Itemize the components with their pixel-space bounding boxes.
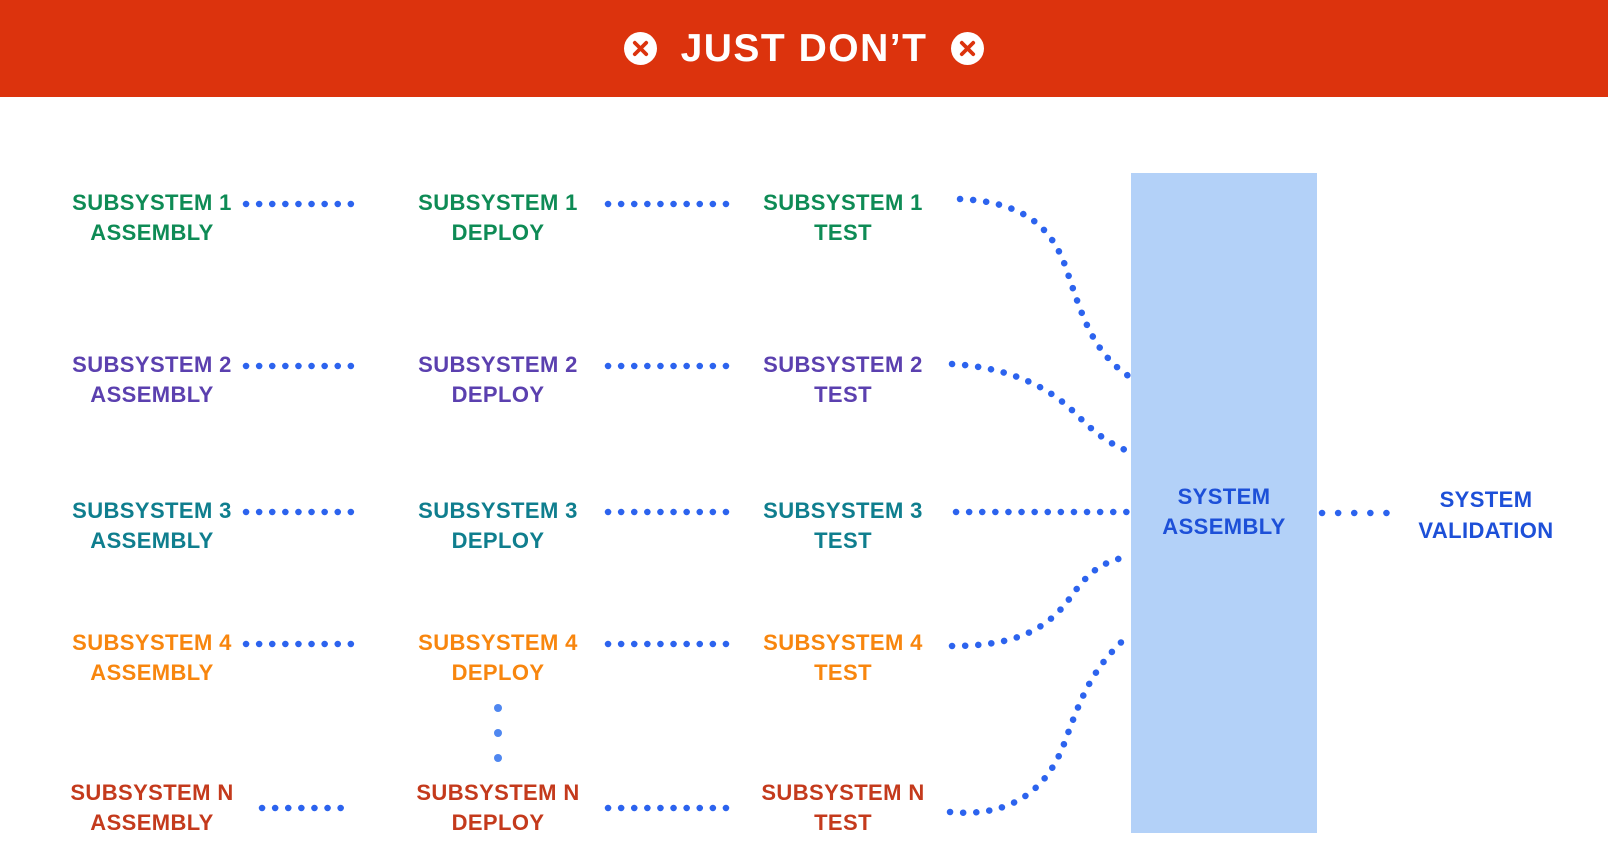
- banner-title: JUST DON’T: [680, 26, 928, 70]
- system-assembly-label-line2: ASSEMBLY: [1162, 514, 1286, 539]
- stage-cell-subsystem: SUBSYSTEM 3: [72, 498, 232, 523]
- stage-cell-stage: DEPLOY: [451, 528, 545, 553]
- stage-cell: SUBSYSTEM 4 TEST: [713, 628, 973, 688]
- stage-cell-subsystem: SUBSYSTEM N: [70, 780, 234, 805]
- circle-x-icon-left: [623, 32, 657, 65]
- stage-cell: SUBSYSTEM 1 TEST: [713, 188, 973, 248]
- stage-cell-stage: ASSEMBLY: [90, 382, 214, 407]
- stage-cell-subsystem: SUBSYSTEM 2: [763, 352, 923, 377]
- system-validation-label-line2: VALIDATION: [1418, 518, 1554, 543]
- banner: JUST DON’T: [0, 0, 1608, 97]
- stage-cell-subsystem: SUBSYSTEM 4: [418, 630, 578, 655]
- stage-cell-subsystem: SUBSYSTEM 2: [72, 352, 232, 377]
- system-assembly-label: SYSTEM ASSEMBLY: [1131, 482, 1317, 542]
- stage-cell-stage: TEST: [814, 810, 872, 835]
- stage-cell: SUBSYSTEM N TEST: [713, 778, 973, 838]
- stage-cell-stage: DEPLOY: [451, 660, 545, 685]
- stage-cell: SUBSYSTEM N ASSEMBLY: [22, 778, 282, 838]
- stage-cell: SUBSYSTEM 3 DEPLOY: [368, 496, 628, 556]
- stage-cell-subsystem: SUBSYSTEM 1: [418, 190, 578, 215]
- system-assembly-box: [1131, 173, 1317, 833]
- curve-row1-to-assembly: [956, 195, 1134, 381]
- stage-cell-stage: ASSEMBLY: [90, 810, 214, 835]
- stage-cell-stage: TEST: [814, 382, 872, 407]
- ellipsis-dot: [494, 754, 502, 762]
- ellipsis-dot: [494, 729, 502, 737]
- stage-cell-subsystem: SUBSYSTEM N: [761, 780, 925, 805]
- stage-cell-stage: ASSEMBLY: [90, 528, 214, 553]
- stage-cell-subsystem: SUBSYSTEM 1: [763, 190, 923, 215]
- curve-row2-to-assembly: [948, 360, 1134, 456]
- stage-cell-stage: DEPLOY: [451, 220, 545, 245]
- stage-cell: SUBSYSTEM 1 DEPLOY: [368, 188, 628, 248]
- stage-cell-stage: ASSEMBLY: [90, 660, 214, 685]
- stage-cell-subsystem: SUBSYSTEM 1: [72, 190, 232, 215]
- stage-cell: SUBSYSTEM 4 ASSEMBLY: [22, 628, 282, 688]
- stage-cell-stage: DEPLOY: [451, 382, 545, 407]
- stage-cell-subsystem: SUBSYSTEM 2: [418, 352, 578, 377]
- stage-cell-stage: TEST: [814, 220, 872, 245]
- curve-rowN-to-assembly: [946, 630, 1134, 816]
- stage-cell: SUBSYSTEM 2 ASSEMBLY: [22, 350, 282, 410]
- stage-cell-subsystem: SUBSYSTEM 4: [72, 630, 232, 655]
- stage-cell: SUBSYSTEM 3 TEST: [713, 496, 973, 556]
- stage-cell: SUBSYSTEM 3 ASSEMBLY: [22, 496, 282, 556]
- stage-cell-subsystem: SUBSYSTEM 4: [763, 630, 923, 655]
- stage-cell: SUBSYSTEM 2 TEST: [713, 350, 973, 410]
- stage-cell: SUBSYSTEM N DEPLOY: [368, 778, 628, 838]
- system-validation-label-line1: SYSTEM: [1439, 487, 1533, 512]
- system-assembly-label-line1: SYSTEM: [1177, 484, 1271, 509]
- stage-cell-subsystem: SUBSYSTEM 3: [418, 498, 578, 523]
- stage-cell: SUBSYSTEM 4 DEPLOY: [368, 628, 628, 688]
- circle-x-icon-right: [951, 32, 985, 65]
- stage-cell-stage: DEPLOY: [451, 810, 545, 835]
- stage-cell-subsystem: SUBSYSTEM N: [416, 780, 580, 805]
- stage-cell: SUBSYSTEM 2 DEPLOY: [368, 350, 628, 410]
- system-validation-label: SYSTEM VALIDATION: [1376, 484, 1596, 546]
- stage-cell-subsystem: SUBSYSTEM 3: [763, 498, 923, 523]
- stage-cell: SUBSYSTEM 1 ASSEMBLY: [22, 188, 282, 248]
- curve-row4-to-assembly: [948, 552, 1134, 650]
- ellipsis-dot: [494, 704, 502, 712]
- stage-cell-stage: ASSEMBLY: [90, 220, 214, 245]
- stage-cell-stage: TEST: [814, 528, 872, 553]
- stage-cell-stage: TEST: [814, 660, 872, 685]
